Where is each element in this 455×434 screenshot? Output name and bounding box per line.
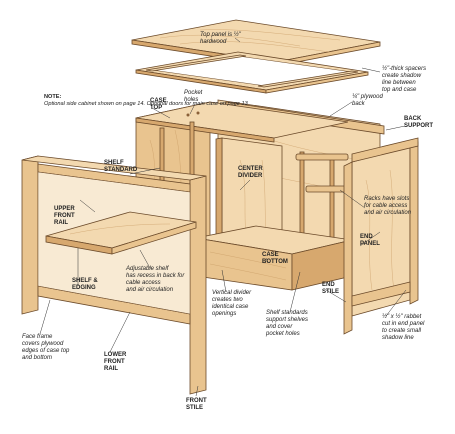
label-vertical-divider: Vertical divider creates two identical c… — [212, 290, 252, 317]
label-pocket-holes: Pocket holes — [184, 90, 203, 103]
label-end-panel: END PANEL — [360, 234, 380, 247]
label-upper-front-rail: UPPER FRONT RAIL — [54, 206, 75, 226]
label-back-support: BACK SUPPORT — [404, 116, 434, 129]
label-face-frame: Face frame covers plywood edges of case … — [22, 334, 70, 361]
label-adjustable-shelf: Adjustable shelf has recess in back for … — [126, 266, 185, 293]
label-note-body: Optional side cabinet shown on page 14. … — [44, 101, 248, 107]
case-bottom — [195, 225, 353, 291]
label-rabbet: ½" x ½" rabbet cut in end panel to creat… — [382, 314, 425, 341]
label-note-title: NOTE: — [44, 94, 62, 100]
end-stile — [343, 137, 419, 335]
label-case-bottom: CASE BOTTOM — [262, 252, 288, 265]
label-center-divider: CENTER DIVIDER — [238, 166, 263, 179]
label-plywood-back: ¼" plywood back — [352, 94, 383, 107]
label-front-stile: FRONT STILE — [186, 398, 207, 411]
label-shelf-standard: SHELF STANDARD — [104, 160, 138, 173]
label-shelf-edging: SHELF & EDGING — [72, 278, 98, 291]
racks — [295, 153, 355, 193]
label-spacers: ½"-thick spacers create shadow line betw… — [382, 66, 427, 93]
leader-lines — [39, 37, 407, 397]
adjustable-shelf — [45, 211, 197, 255]
label-lower-front-rail: LOWER FRONT RAIL — [104, 352, 127, 372]
case-top — [135, 101, 349, 143]
label-top-panel: Top panel is ½" hardwood — [200, 32, 241, 45]
top-panel — [131, 19, 381, 67]
label-end-stile: END STILE — [322, 282, 340, 295]
label-shelf-standards-support: Shelf standards support shelves and cove… — [266, 310, 309, 337]
spacer-frame — [135, 51, 369, 94]
label-case-top: CASE TOP — [150, 98, 167, 111]
label-racks: Racks have slots for cable access and ai… — [364, 196, 412, 216]
